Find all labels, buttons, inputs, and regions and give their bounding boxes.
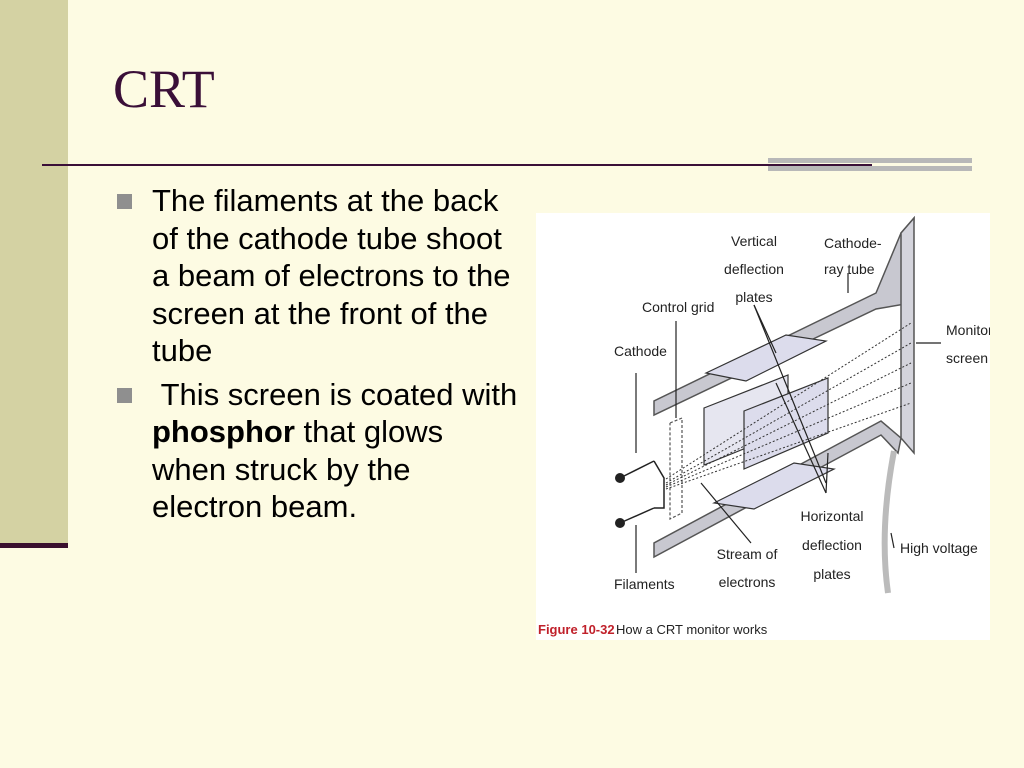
bullet-text: The filaments at the back of the cathode…: [152, 183, 511, 368]
bullet-text-suffix: that glows when struck by the electron b…: [152, 414, 452, 524]
vertical-plate-top: [704, 334, 828, 382]
crt-diagram-figure: Vertical deflection plates Cathode- ray …: [536, 213, 990, 640]
bullet-list: The filaments at the back of the cathode…: [114, 182, 524, 532]
control-grid: [669, 417, 683, 520]
left-decor-band: [0, 0, 68, 548]
bullet-square-icon: [117, 387, 132, 403]
bullet-emphasis: phosphor: [152, 414, 295, 449]
cathode-lead: [619, 460, 655, 479]
figure-caption-number: Figure 10-32: [538, 622, 615, 637]
label-vertical-plates-1: Vertical: [731, 233, 777, 249]
cathode-lead: [619, 507, 655, 524]
bullet-item: The filaments at the back of the cathode…: [114, 182, 524, 370]
bullet-square-icon: [117, 194, 132, 209]
leader-lines: [635, 273, 941, 573]
label-control-grid: Control grid: [642, 299, 714, 315]
label-filaments: Filaments: [614, 576, 675, 592]
figure-caption-text: How a CRT monitor works: [616, 622, 768, 637]
label-high-voltage: High voltage: [900, 540, 978, 556]
title-divider-accent: [768, 158, 972, 179]
label-cathode-ray-1: Cathode-: [824, 235, 882, 251]
label-monitor-screen-1: Monitor: [946, 322, 990, 338]
label-monitor-screen-2: screen: [946, 350, 988, 366]
vertical-plate-bottom: [712, 462, 836, 510]
label-vertical-plates-2: deflection: [724, 261, 784, 277]
label-cathode-ray-2: ray tube: [824, 261, 875, 277]
bullet-item: This screen is coated with phosphor that…: [114, 376, 524, 526]
filament-terminal: [615, 473, 625, 483]
horizontal-plate-right: [743, 377, 829, 470]
title-divider: [42, 164, 872, 166]
filament-terminal: [615, 518, 625, 528]
label-cathode: Cathode: [614, 343, 667, 359]
label-horizontal-plates-2: deflection: [802, 537, 862, 553]
label-stream-1: Stream of: [717, 546, 778, 562]
slide-title: CRT: [113, 59, 215, 119]
bullet-text-prefix: This screen is coated with: [152, 376, 526, 412]
crt-diagram: Vertical deflection plates Cathode- ray …: [538, 215, 990, 637]
electron-beams: [665, 322, 912, 490]
label-vertical-plates-3: plates: [735, 289, 772, 305]
bullet-text: This screen is coated with phosphor that…: [152, 377, 526, 525]
left-decor-band-edge: [0, 543, 68, 548]
label-horizontal-plates-3: plates: [813, 566, 850, 582]
label-horizontal-plates-1: Horizontal: [800, 508, 863, 524]
monitor-screen-shape: [900, 215, 915, 456]
cathode-body: [653, 460, 665, 509]
high-voltage-cable: [881, 450, 897, 594]
label-stream-2: electrons: [719, 574, 776, 590]
